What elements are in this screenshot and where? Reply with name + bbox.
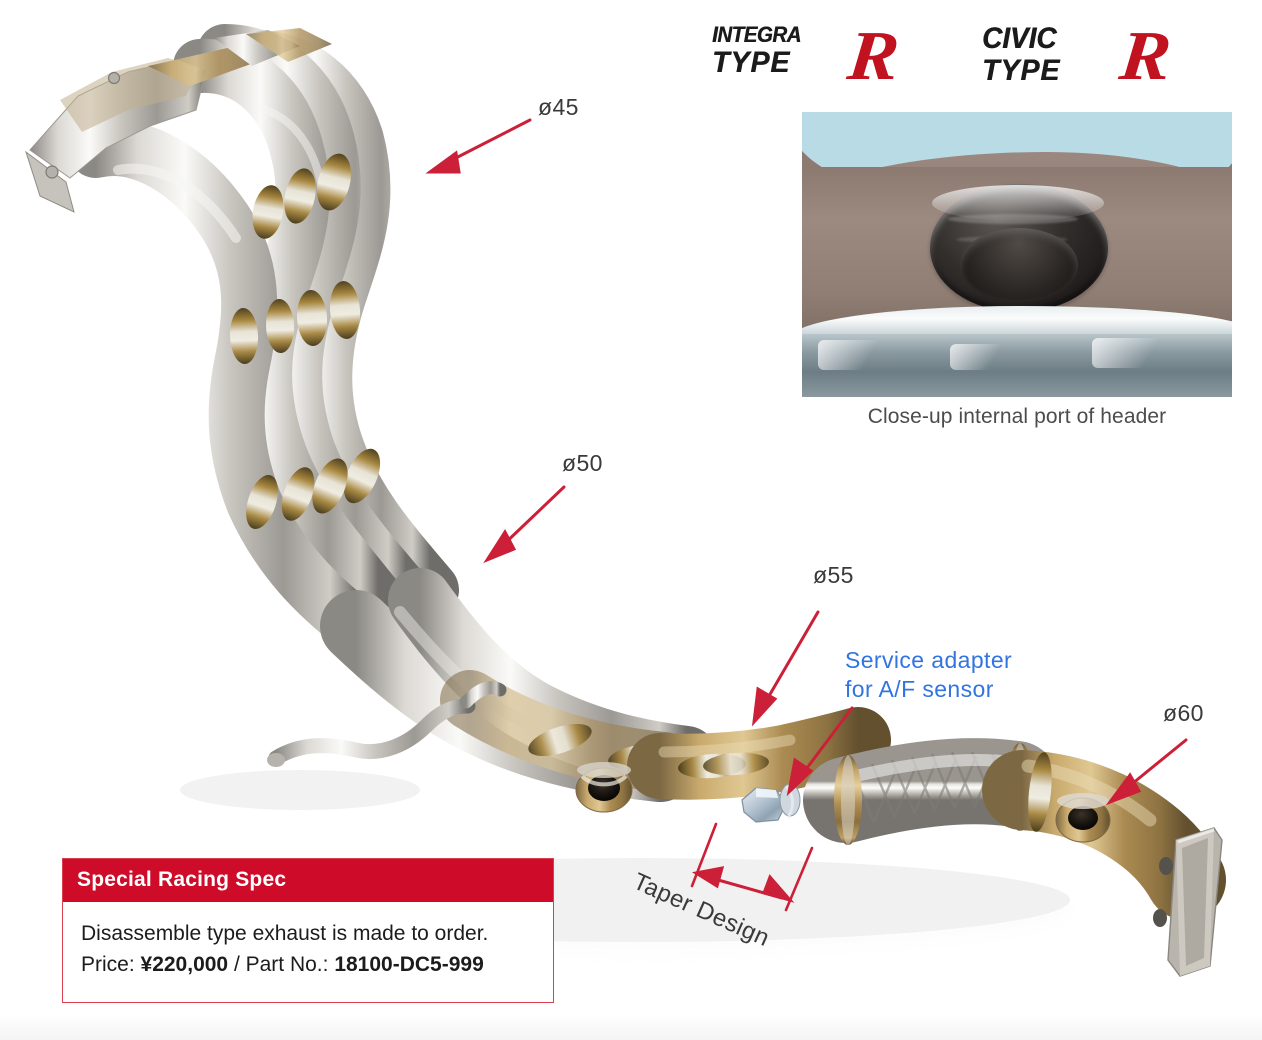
port-opening — [930, 184, 1108, 312]
logo-type-word: TYPE — [982, 54, 1061, 87]
photo-caption: Close-up internal port of header — [867, 405, 1167, 428]
callout-diameter-60: ø60 — [1163, 700, 1204, 726]
head-flange — [25, 28, 332, 213]
weld-bands — [229, 153, 381, 529]
o2-sensor-boss-outlet — [1055, 793, 1111, 843]
o2-sensor-boss-collector — [575, 762, 633, 813]
type-r-r-mark: R — [1116, 18, 1175, 95]
closeup-port-photo — [802, 112, 1232, 397]
spec-order-note: Disassemble type exhaust is made to orde… — [81, 922, 489, 945]
callout-service-adapter: Service adapter for A/F sensor — [845, 647, 1013, 703]
chrome-highlight — [1092, 338, 1172, 368]
chrome-highlight — [950, 344, 1010, 370]
callout-diameter-50: ø50 — [562, 450, 603, 476]
mid-pipe-taper — [627, 707, 891, 800]
callout-diameter-45: ø45 — [538, 94, 579, 120]
taper-dimension — [690, 822, 814, 912]
photo-canvas — [802, 112, 1232, 397]
arrow-service-adapter — [786, 706, 854, 797]
af-sensor-service-adapter — [741, 783, 801, 823]
port-highlight — [948, 214, 1078, 224]
spec-price-part-line: Price: ¥220,000 / Part No.: 18100-DC5-99… — [81, 949, 537, 980]
logo-type-word: TYPE — [712, 46, 791, 79]
logo-model-name: CIVIC — [982, 22, 1057, 55]
integra-type-r-logo: R INTEGRA TYPE — [712, 18, 962, 95]
spec-box-header: Special Racing Spec — [63, 859, 553, 902]
port-rim — [932, 185, 1104, 221]
type-r-r-mark: R — [844, 18, 903, 95]
flex-joint-braided — [803, 738, 1059, 845]
civic-type-r-logo: R CIVIC TYPE — [982, 18, 1232, 95]
page-bottom-edge — [0, 1014, 1262, 1040]
logo-model-name: INTEGRA — [712, 22, 801, 47]
arrow-dia50 — [483, 485, 566, 564]
callout-taper-design: Taper Design — [629, 868, 774, 953]
outlet-pipe-flange — [982, 750, 1226, 977]
chrome-highlight — [818, 340, 888, 370]
part-separator: / Part No.: — [228, 953, 335, 977]
special-racing-spec-box: Special Racing Spec Disassemble type exh… — [62, 858, 554, 1004]
hanger-bracket — [267, 681, 507, 767]
spec-box-body: Disassemble type exhaust is made to orde… — [63, 902, 553, 1002]
price-prefix: Price: — [81, 953, 141, 977]
arrow-dia60 — [1105, 738, 1188, 806]
arrow-dia55 — [751, 610, 820, 727]
brand-logos: R INTEGRA TYPE R CIVIC TYPE — [712, 18, 1232, 95]
callout-diameter-55: ø55 — [813, 562, 854, 588]
part-number: 18100-DC5-999 — [334, 953, 484, 977]
arrow-dia45 — [425, 118, 532, 174]
price-value: ¥220,000 — [140, 953, 229, 977]
port-inner-bore — [960, 228, 1078, 302]
header-primary-tubes — [25, 24, 718, 802]
